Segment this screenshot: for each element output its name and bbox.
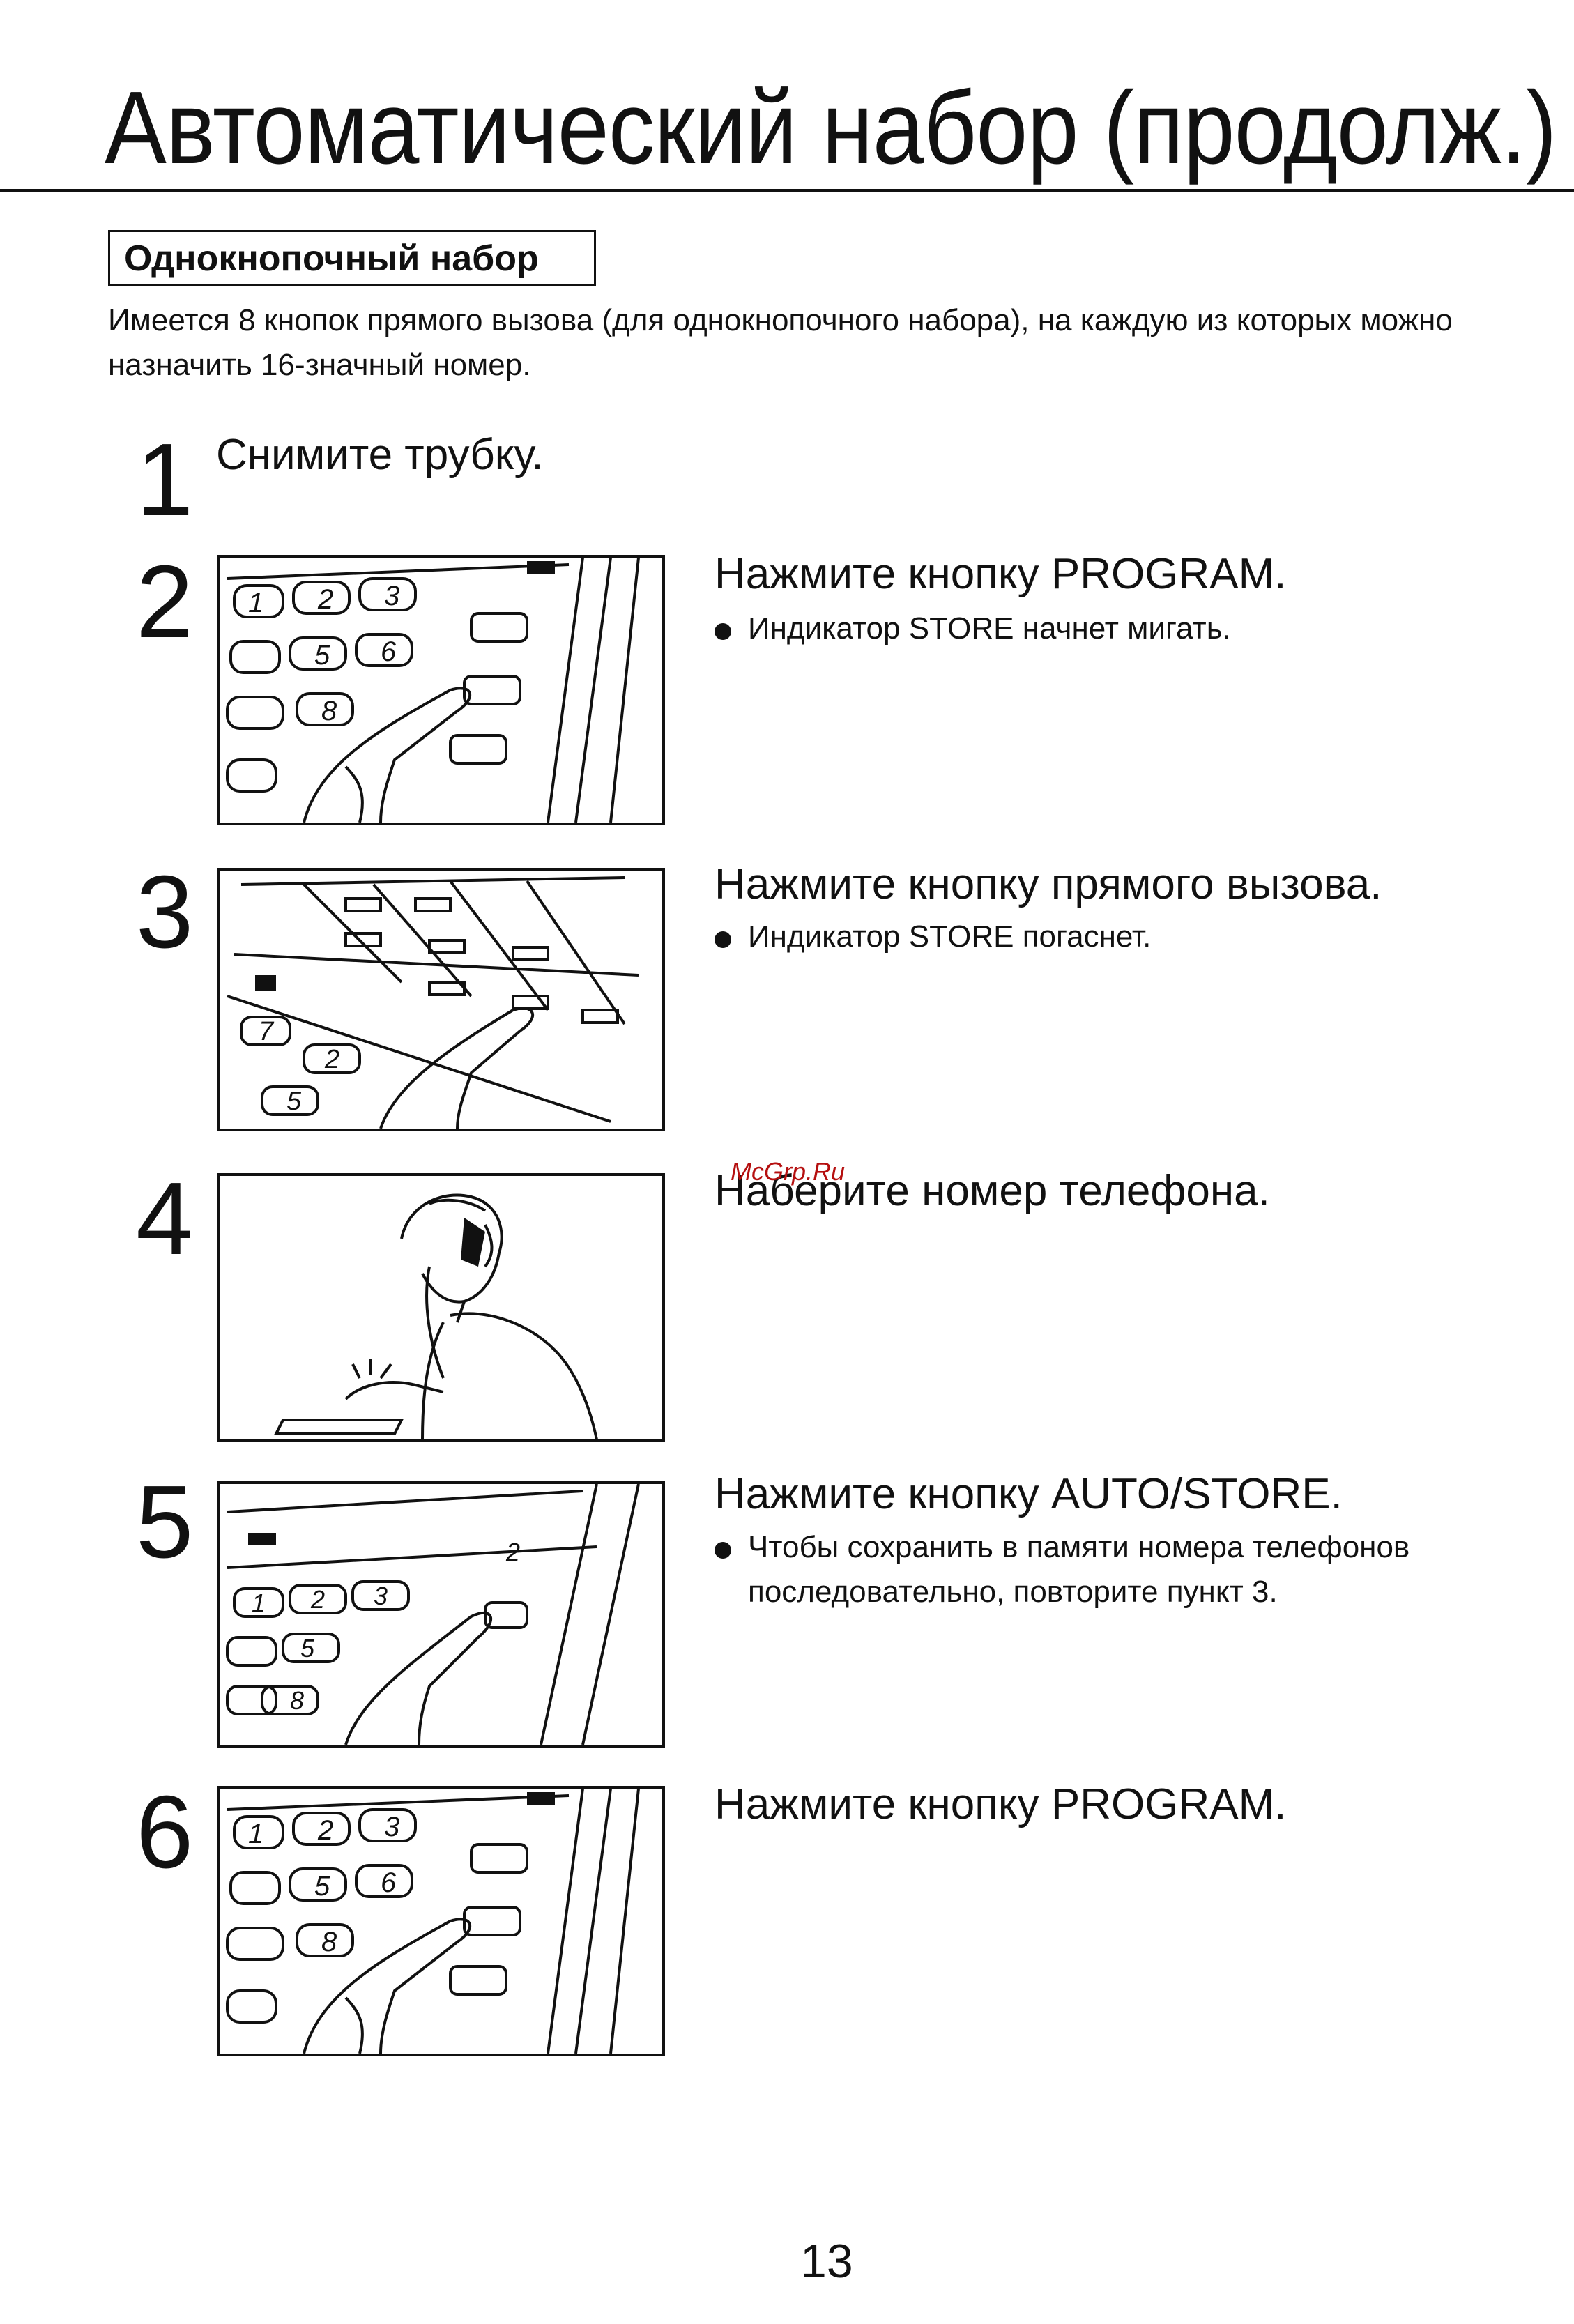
keypad-press-program-illustration-2: 1 2 3 5 6 8: [226, 1789, 640, 2054]
svg-text:7: 7: [259, 1017, 275, 1046]
svg-text:2: 2: [310, 1585, 325, 1614]
step-2-number: 2: [136, 544, 194, 659]
direct-call-buttons-illustration: 7 25: [227, 876, 639, 1129]
step-2-note-text: Индикатор STORE начнет мигать.: [748, 611, 1231, 645]
svg-text:3: 3: [384, 581, 399, 611]
svg-text:8: 8: [321, 696, 337, 726]
step-4-text: Наберите номер телефона.: [715, 1167, 1270, 1215]
section-heading: Однокнопочный набор: [108, 230, 596, 286]
svg-text:3: 3: [384, 1812, 399, 1842]
svg-text:2: 2: [317, 584, 333, 615]
page-title: Автоматический набор (продолж.): [105, 70, 1557, 185]
step-6-illustration: 1 2 3 5 6 8: [217, 1786, 665, 2056]
step-6-text: Нажмите кнопку PROGRAM.: [715, 1780, 1287, 1828]
step-1-number: 1: [136, 422, 194, 537]
svg-text:5: 5: [286, 1087, 302, 1116]
step-4-illustration: [217, 1173, 665, 1442]
svg-text:8: 8: [290, 1686, 304, 1715]
svg-text:5: 5: [314, 1871, 330, 1902]
step-5-note: Чтобы сохранить в памяти номера телефоно…: [715, 1525, 1571, 1614]
svg-text:1: 1: [248, 588, 263, 618]
section-intro: Имеется 8 кнопок прямого вызова (для одн…: [108, 303, 1453, 382]
svg-text:8: 8: [321, 1927, 337, 1957]
svg-text:2: 2: [317, 1815, 333, 1846]
page-number: 13: [800, 2235, 853, 2288]
bullet-icon: [715, 1542, 731, 1559]
bullet-icon: [715, 931, 731, 948]
step-5-number: 5: [136, 1465, 194, 1580]
svg-text:2: 2: [324, 1045, 339, 1074]
step-1-text: Снимите трубку.: [216, 431, 544, 479]
watermark: McGrp.Ru: [731, 1157, 846, 1186]
svg-text:5: 5: [300, 1634, 315, 1662]
svg-text:3: 3: [374, 1582, 388, 1610]
step-3-number: 3: [136, 855, 194, 970]
svg-text:6: 6: [381, 636, 397, 667]
step-6-number: 6: [136, 1775, 194, 1890]
svg-text:1: 1: [248, 1819, 263, 1849]
step-2-note: Индикатор STORE начнет мигать.: [715, 606, 1571, 651]
step-5-illustration: 1 2 3 5 8 2: [217, 1481, 665, 1748]
step-3-note-text: Индикатор STORE погаснет.: [748, 919, 1152, 954]
step-2-illustration: 1 2 3 5 6 8: [217, 555, 665, 825]
step-3-note: Индикатор STORE погаснет.: [715, 915, 1571, 959]
svg-text:5: 5: [314, 640, 330, 671]
svg-text:1: 1: [252, 1589, 266, 1617]
step-5-note-text: Чтобы сохранить в памяти номера телефоно…: [748, 1530, 1410, 1609]
bullet-icon: [715, 623, 731, 640]
step-5-text: Нажмите кнопку AUTO/STORE.: [715, 1470, 1343, 1518]
step-4-number: 4: [136, 1161, 194, 1276]
svg-text:2: 2: [505, 1538, 520, 1566]
keypad-press-program-illustration: 1 2 3 5 6 8: [226, 558, 640, 823]
svg-text:6: 6: [381, 1867, 397, 1898]
auto-store-press-illustration: 1 2 3 5 8 2: [226, 1484, 640, 1745]
title-rule: [0, 189, 1574, 192]
person-dialing-illustration: [273, 1193, 598, 1439]
step-3-text: Нажмите кнопку прямого вызова.: [715, 860, 1382, 908]
step-2-text: Нажмите кнопку PROGRAM.: [715, 550, 1287, 598]
